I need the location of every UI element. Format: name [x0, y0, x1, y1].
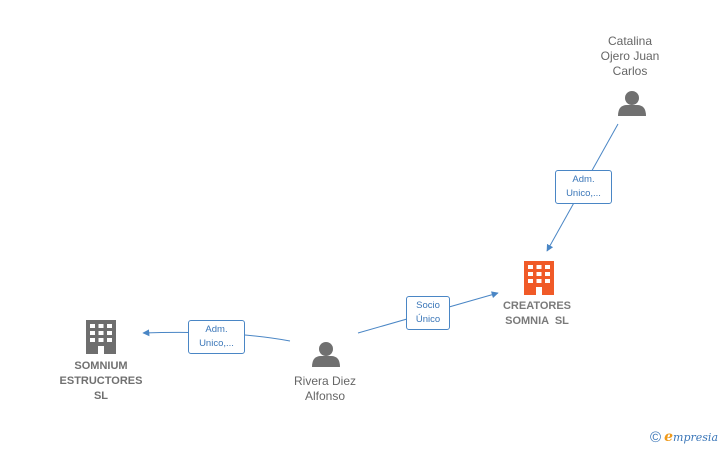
edge-label-line: Unico,...: [566, 188, 601, 199]
edge-label-line: Único: [415, 314, 441, 325]
name-line: SOMNIA SL: [505, 315, 569, 327]
name-line: CREATORES: [502, 300, 572, 312]
name-line: Rivera Diez: [293, 374, 356, 388]
node-label-catalina[interactable]: Catalina Ojero Juan Carlos: [580, 34, 680, 79]
edge-label-line: Unico,...: [199, 338, 234, 349]
node-label-rivera[interactable]: Rivera Diez Alfonso: [272, 374, 378, 404]
building-icon[interactable]: [524, 261, 554, 295]
copyright-icon: ©: [650, 429, 662, 447]
edge-label-catalina-creatores[interactable]: Adm. Unico,...: [555, 170, 612, 204]
edge-label-rivera-creatores[interactable]: Socio Único: [406, 296, 450, 330]
name-line: Ojero Juan: [600, 49, 660, 63]
node-label-creatores[interactable]: CREATORES SOMNIA SL: [482, 299, 592, 329]
edge-label-line: Adm.: [572, 174, 595, 185]
name-line: ESTRUCTORES: [59, 375, 143, 387]
name-line: SL: [93, 390, 109, 402]
brand-logo-e: e: [664, 429, 674, 445]
brand-logo-text: mpresia: [673, 431, 719, 444]
name-line: Catalina: [607, 34, 653, 48]
edge-label-line: Adm.: [205, 324, 228, 335]
person-icon[interactable]: [618, 91, 646, 116]
name-line: Carlos: [612, 64, 648, 78]
building-icon[interactable]: [86, 320, 116, 354]
name-line: SOMNIUM: [74, 360, 128, 372]
person-icon[interactable]: [312, 342, 340, 367]
node-label-somnium[interactable]: SOMNIUM ESTRUCTORES SL: [46, 359, 156, 404]
name-line: Alfonso: [304, 389, 346, 403]
brand-logo: © empresia: [650, 428, 728, 446]
edge-label-rivera-somnium[interactable]: Adm. Unico,...: [188, 320, 245, 354]
edge-label-line: Socio: [416, 300, 440, 311]
